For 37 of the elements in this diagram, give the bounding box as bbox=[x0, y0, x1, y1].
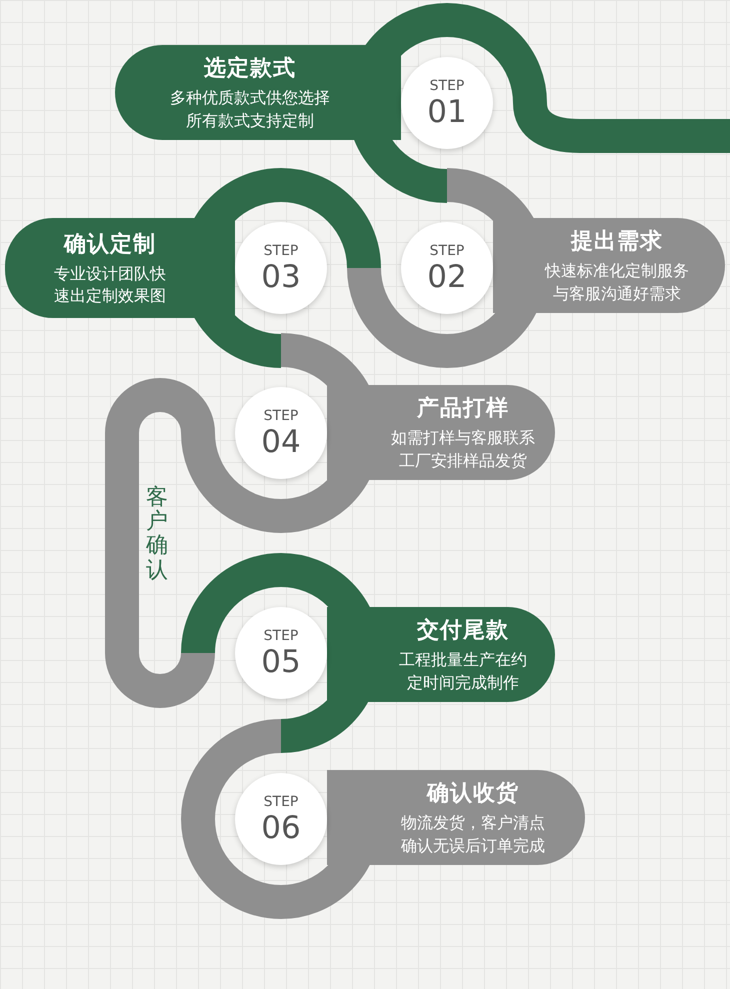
step-label: STEP bbox=[264, 628, 298, 642]
step-pill bbox=[327, 385, 555, 480]
step-label: STEP bbox=[264, 794, 298, 808]
step-description: 如需打样与客服联系工厂安排样品发货 bbox=[390, 427, 536, 472]
step-label: STEP bbox=[264, 408, 298, 422]
step-circle bbox=[235, 607, 327, 699]
step-number: 02 bbox=[427, 262, 467, 292]
step-circle bbox=[401, 222, 493, 314]
vertical-label: 客户确认 bbox=[146, 486, 168, 583]
step-description: 物流发货，客户清点确认无误后订单完成 bbox=[400, 812, 546, 856]
step-title: 提出需求 bbox=[571, 228, 663, 256]
step-circle bbox=[235, 773, 327, 865]
step-description: 快速标准化定制服务与客服沟通好需求 bbox=[544, 260, 690, 304]
step-circle bbox=[235, 222, 327, 314]
step-description: 专业设计团队快速出定制效果图 bbox=[52, 262, 167, 307]
step-pill bbox=[5, 218, 235, 318]
step-number: 06 bbox=[261, 812, 301, 844]
step-label: STEP bbox=[430, 78, 464, 92]
step-number: 05 bbox=[261, 646, 301, 678]
step-number: 03 bbox=[261, 262, 301, 292]
step-label: STEP bbox=[430, 244, 464, 258]
step-title: 确认收货 bbox=[427, 780, 519, 808]
step-pill bbox=[327, 607, 555, 702]
step-label: STEP bbox=[264, 244, 298, 258]
step-number: 01 bbox=[427, 96, 467, 128]
step-title: 交付尾款 bbox=[417, 616, 509, 646]
step-circle bbox=[401, 57, 493, 149]
step-pill bbox=[493, 218, 725, 313]
step-title: 确认定制 bbox=[64, 230, 156, 259]
step-pill bbox=[327, 770, 585, 865]
step-pill bbox=[115, 45, 401, 140]
step-number: 04 bbox=[261, 426, 301, 458]
step-title: 产品打样 bbox=[417, 395, 509, 424]
step-description: 多种优质款式供您选择所有款式支持定制 bbox=[168, 87, 331, 132]
step-circle bbox=[235, 387, 327, 479]
step-description: 工程批量生产在约定时间完成制作 bbox=[398, 649, 528, 694]
step-title: 选定款式 bbox=[204, 54, 296, 84]
